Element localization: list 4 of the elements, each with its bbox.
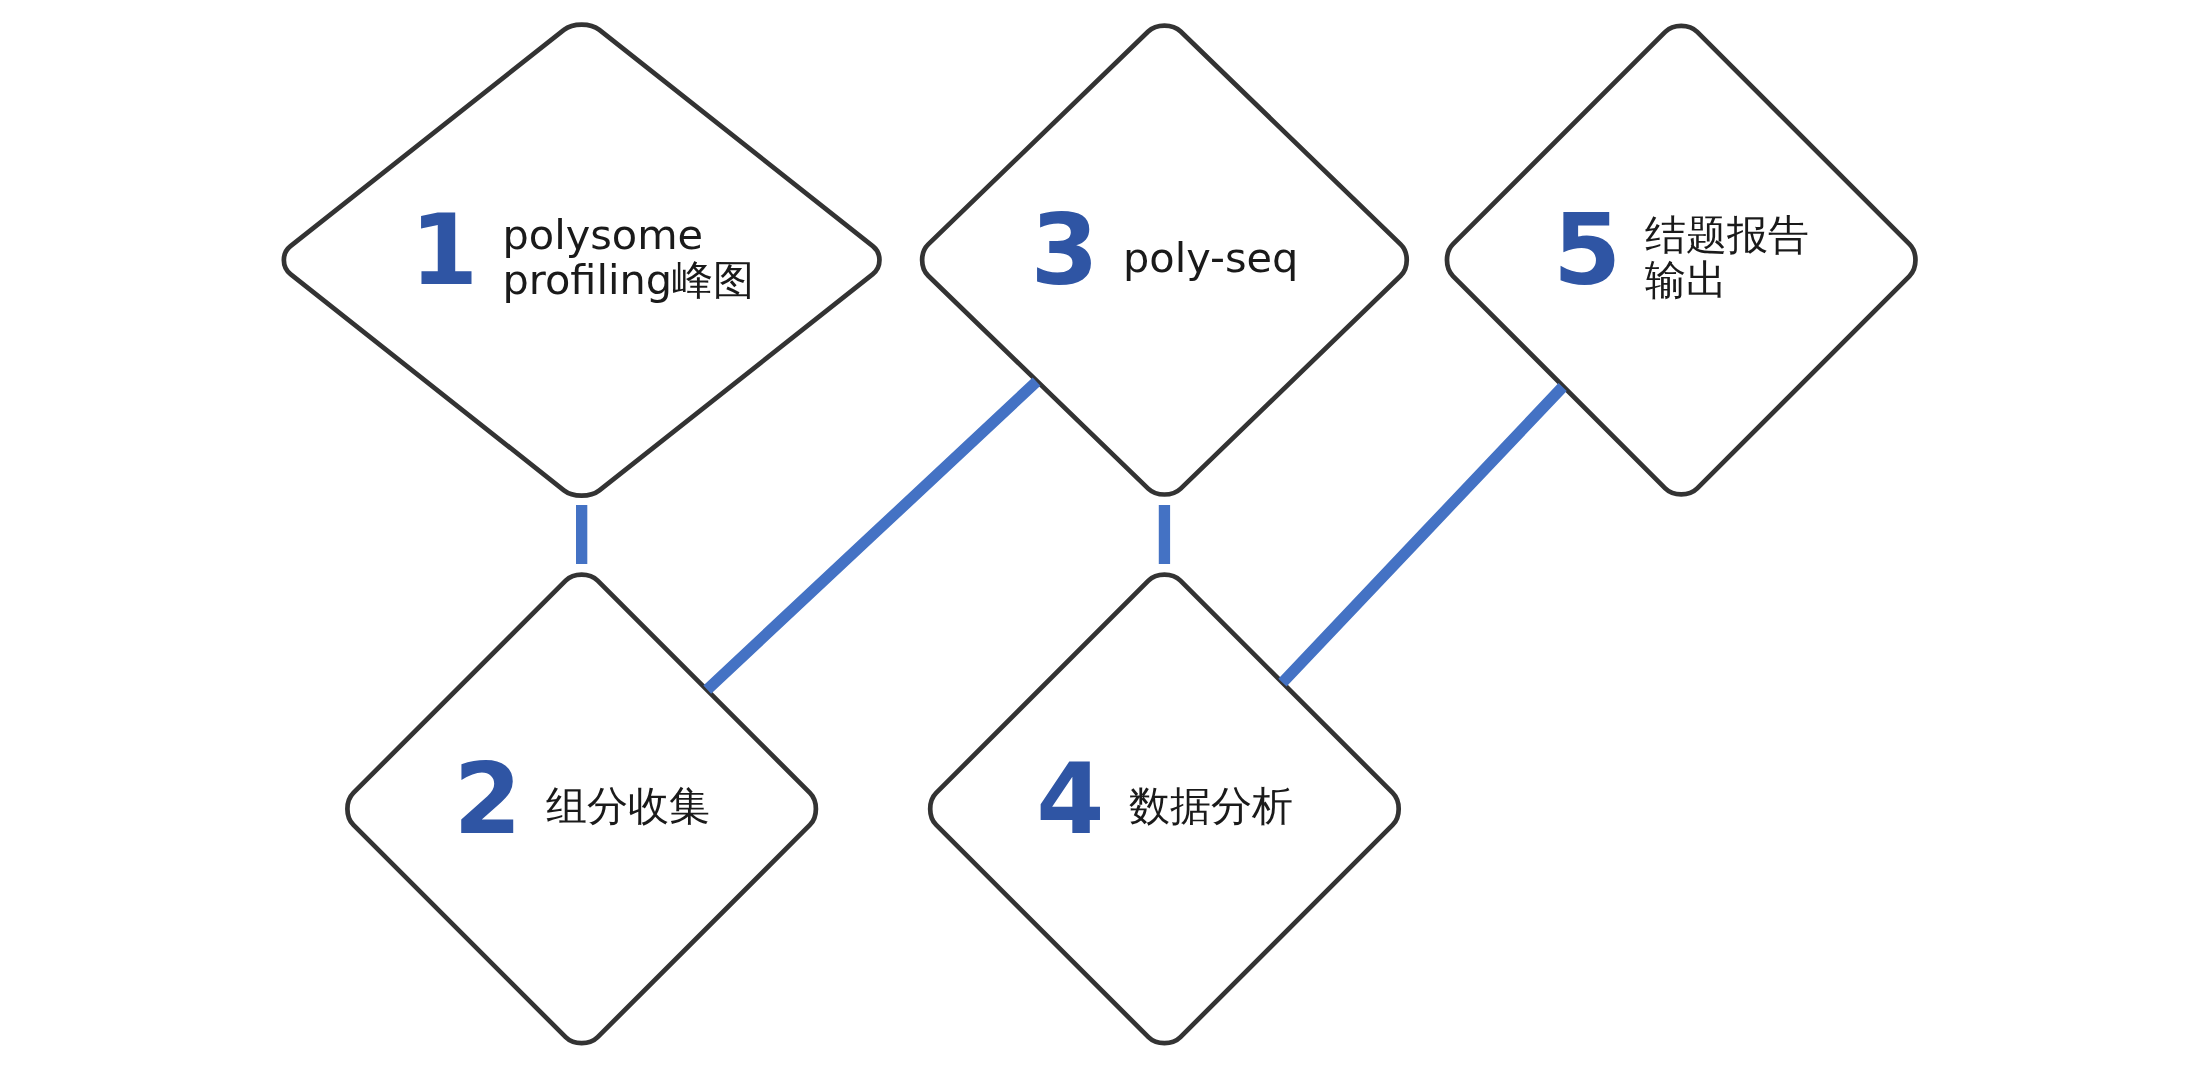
connector xyxy=(1158,505,1171,564)
connector xyxy=(703,377,1041,694)
connector xyxy=(1278,383,1567,687)
connector xyxy=(576,505,588,564)
